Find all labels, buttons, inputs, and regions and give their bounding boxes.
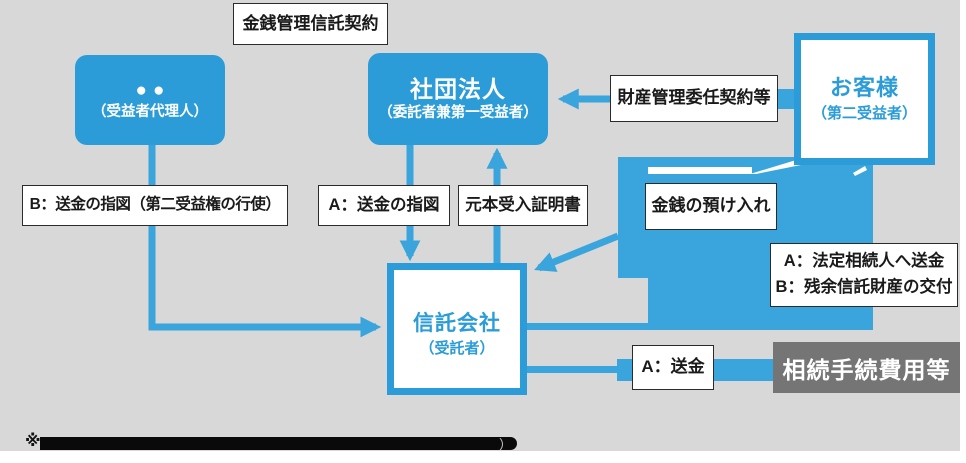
label-text: B：送金の指図（第二受益権の行使） bbox=[29, 196, 281, 214]
block-white-wedge bbox=[750, 157, 806, 174]
footnote-redaction-bar bbox=[40, 437, 517, 450]
trust-title: 信託会社 bbox=[413, 311, 501, 335]
customer-subtitle: （第二受益者） bbox=[811, 105, 917, 122]
label-text: A：送金 bbox=[641, 357, 705, 377]
node-inheritance-costs: 相続手続費用等 bbox=[773, 342, 960, 393]
label-line2: B：残余信託財産の交付 bbox=[775, 278, 953, 296]
label-text: 金銭の預け入れ bbox=[651, 196, 771, 216]
label-property-delegation: 財産管理委任契約等 bbox=[610, 75, 778, 122]
label-money-management-trust-contract: 金銭管理信託契約 bbox=[233, 3, 388, 45]
band-trust-to-block bbox=[527, 323, 652, 330]
costs-title: 相続手続費用等 bbox=[782, 356, 951, 383]
node-beneficiary-agent: ●● （受益者代理人） bbox=[75, 55, 225, 145]
arrow-deposit bbox=[534, 232, 620, 272]
node-association: 社団法人 （委託者兼第一受益者） bbox=[368, 53, 548, 145]
label-principal-certificate: 元本受入証明書 bbox=[458, 185, 588, 226]
agent-subtitle: （受益者代理人） bbox=[92, 103, 208, 120]
footnote-marker: ※ bbox=[25, 433, 41, 450]
label-line1: A：法定相続人へ送金 bbox=[783, 252, 945, 271]
label-text: 元本受入証明書 bbox=[465, 195, 581, 214]
label-text: 金銭管理信託契約 bbox=[242, 13, 379, 33]
label-b-remittance-instruction: B：送金の指図（第二受益権の行使） bbox=[22, 185, 288, 226]
line-a-remittance bbox=[527, 366, 622, 373]
trust-subtitle: （受託者） bbox=[419, 339, 495, 357]
label-text: A：送金の指図 bbox=[328, 195, 440, 214]
label-ab-payouts: A：法定相続人へ送金 B：残余信託財産の交付 bbox=[770, 243, 958, 307]
node-trust-company: 信託会社 （受託者） bbox=[387, 263, 527, 395]
label-a-remittance-instruction: A：送金の指図 bbox=[318, 185, 450, 226]
arrow-b-remittance-instruction bbox=[148, 145, 382, 338]
association-subtitle: （委託者兼第一受益者） bbox=[378, 104, 538, 121]
customer-title: お客様 bbox=[829, 75, 899, 100]
block-white-strip bbox=[648, 167, 752, 174]
block-white-slash bbox=[853, 166, 867, 176]
label-a-remittance: A：送金 bbox=[632, 345, 714, 390]
node-customer: お客様 （第二受益者） bbox=[794, 33, 935, 165]
label-deposit: 金銭の預け入れ bbox=[645, 183, 777, 230]
label-text: 財産管理委任契約等 bbox=[617, 88, 771, 108]
association-title: 社団法人 bbox=[410, 75, 506, 102]
agent-name-placeholder: ●● bbox=[135, 79, 171, 101]
footnote-closing-paren: ） bbox=[499, 437, 513, 452]
